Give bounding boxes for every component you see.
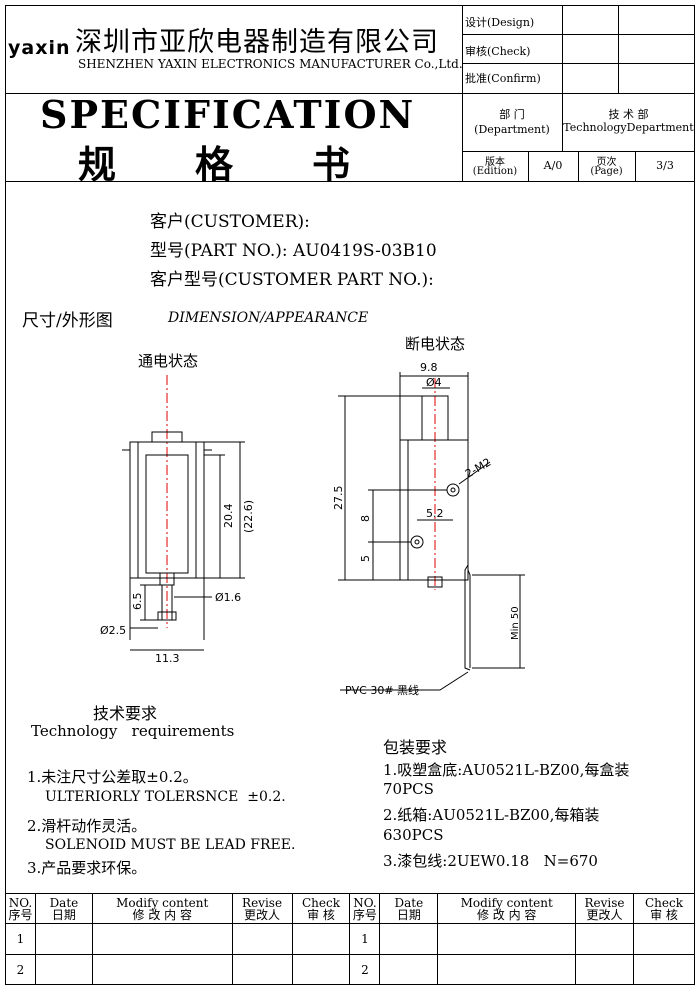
tech-item-2-en: SOLENOID MUST BE LEAD FREE. [45,837,296,853]
wire-label: PVC 30# 黑线 [345,683,419,697]
department-label-en: (Department) [474,123,550,136]
tech-heading-cn: 技术要求 [93,704,158,723]
title-en: SPECIFICATION [40,92,416,137]
part-number-line: 型号(PART NO.): AU0419S-03B10 [150,241,437,261]
customer-line: 客户(CUSTOMER): [150,212,310,232]
dimension-heading-en: DIMENSION/APPEARANCE [168,310,369,326]
packing-item-2a: 2.纸箱:AU0521L-BZ00,每箱装 [383,806,600,824]
row-number: 1 [349,923,381,955]
page-value: 3/3 [656,159,674,172]
page-label-cn: 页次 [596,157,617,168]
title-cn-1: 规 [78,142,117,187]
tech-item-1-cn: 1.未注尺寸公差取±0.2。 [27,768,198,786]
edition-label-en: (Edition) [472,166,518,177]
row-number: 1 [5,923,36,955]
dim-phi-4: Ø4 [426,376,442,389]
title-cn-3: 书 [312,142,351,187]
packing-item-1b: 70PCS [383,780,434,798]
tech-item-2-cn: 2.滑杆动作灵活。 [27,817,147,835]
dim-22-6: (22.6) [242,500,255,533]
col-no: NO.序号 [5,893,36,924]
company-logo: yaxin [8,37,71,59]
col-no-2: NO.序号 [349,893,381,924]
department-value-cn: 技 术 部 [608,108,649,121]
page-label-en: (Page) [590,166,623,177]
customer-part-line: 客户型号(CUSTOMER PART NO.): [150,270,434,290]
approval-check: 审核(Check) [465,45,531,58]
dim-5-2: 5.2 [426,507,444,520]
dimension-heading-cn: 尺寸/外形图 [22,311,113,331]
approval-design: 设计(Design) [465,16,535,29]
row-number: 2 [349,954,381,985]
row-number: 2 [5,954,36,985]
company-name-en: SHENZHEN YAXIN ELECTRONICS MANUFACTURER … [78,57,463,71]
packing-item-2b: 630PCS [383,826,444,844]
tech-item-1-en: ULTERIORLY TOLERSNCE ±0.2. [45,789,286,805]
packing-item-1a: 1.吸塑盒底:AU0521L-BZ00,每盒装 [383,761,630,779]
tech-item-3-cn: 3.产品要求环保。 [27,859,147,877]
dim-5: 5 [359,555,372,562]
dim-phi-1-6: Ø1.6 [215,591,241,604]
dim-8: 8 [359,515,372,522]
dim-20-4: 20.4 [222,504,235,529]
edition-value: A/0 [543,159,563,172]
tech-heading-en: Technology requirements [31,722,235,740]
packing-heading: 包装要求 [383,738,448,757]
dim-27-5: 27.5 [332,486,345,511]
packing-item-3: 3.漆包线:2UEW0.18 N=670 [383,852,598,870]
dim-6-5: 6.5 [131,593,144,611]
dim-phi-2-5: Ø2.5 [100,624,126,637]
title-cn-2: 格 [195,142,234,187]
dim-11-3: 11.3 [155,652,180,665]
company-name-cn: 深圳市亚欣电器制造有限公司 [75,27,439,58]
department-label-cn: 部 门 [499,108,525,121]
department-value-en: TechnologyDepartment [563,121,694,134]
edition-label-cn: 版本 [485,157,505,168]
table-row: 2 2 [5,954,696,985]
state-on-label: 通电状态 [138,352,199,370]
table-row: 1 1 [5,923,696,955]
page-frame [5,5,695,985]
dim-min-50: Min 50 [510,606,521,640]
state-off-label: 断电状态 [405,335,466,353]
dim-9-8: 9.8 [420,361,438,374]
approval-confirm: 批准(Confirm) [465,72,541,85]
